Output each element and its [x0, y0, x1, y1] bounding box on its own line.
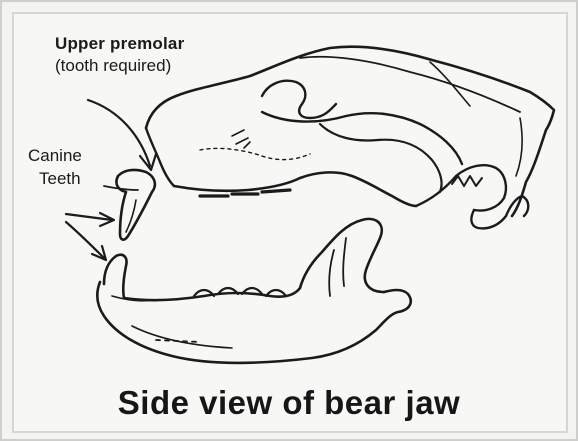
upper-canine-inner [104, 186, 138, 190]
figure-caption: Side view of bear jaw [0, 384, 578, 422]
zygomatic-arch [262, 112, 462, 164]
occipital-region [416, 165, 506, 210]
skull-crest-line-3 [516, 118, 522, 176]
canine-label-line2: Teeth [39, 169, 81, 189]
mandible-lower-detail [132, 326, 232, 348]
premolar-note: (tooth required) [55, 56, 171, 76]
mandible-ramus [300, 219, 384, 292]
skull-crest-line [300, 57, 520, 112]
molar-cluster [452, 176, 482, 186]
nasal-detail [232, 130, 250, 148]
nasal-suture [200, 148, 310, 159]
premolar-label: Upper premolar [55, 34, 184, 54]
eye-socket [262, 81, 336, 118]
canine-arrow-lower [66, 222, 104, 258]
lower-canine [104, 255, 127, 298]
ramus-inner [329, 238, 346, 296]
upper-jaw-edge [174, 172, 416, 206]
muzzle-line [146, 128, 174, 186]
zygomatic-arch-lower [320, 124, 442, 192]
canine-label-line1: Canine [28, 146, 82, 166]
